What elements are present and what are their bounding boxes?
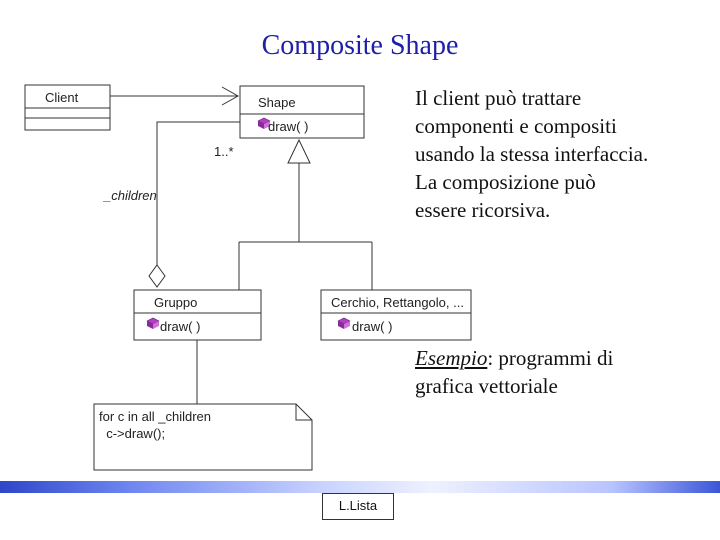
note-line-2: c->draw(); (99, 426, 165, 441)
note-line-1: for c in all _children (99, 409, 211, 424)
gruppo-operation: draw( ) (160, 319, 200, 334)
operation-icon (337, 317, 351, 329)
side-explanation: Il client può trattare componenti e comp… (415, 84, 715, 224)
footer-author: L.Lista (322, 493, 394, 520)
gruppo-class[interactable]: Gruppo draw( ) (133, 289, 262, 341)
client-class[interactable]: Client (24, 84, 111, 131)
shape-operation: draw( ) (268, 119, 308, 134)
leaf-operation: draw( ) (352, 319, 392, 334)
operation-icon (257, 117, 271, 129)
client-class-name: Client (45, 90, 79, 105)
side-line: La composizione può (415, 170, 596, 194)
generalization-tree (238, 138, 373, 290)
side-line: essere ricorsiva. (415, 198, 551, 222)
example-label: Esempio (415, 346, 488, 370)
children-composition (148, 121, 240, 288)
shape-class[interactable]: Shape draw( ) (239, 85, 365, 139)
leaf-class-name: Cerchio, Rettangolo, ... (331, 295, 464, 310)
example-rest: : programmi di (487, 346, 614, 370)
footer-bar (0, 481, 720, 493)
multiplicity-label: 1..* (214, 144, 234, 159)
gruppo-class-name: Gruppo (154, 295, 197, 310)
side-line: usando la stessa interfaccia. (415, 142, 649, 166)
leaf-class[interactable]: Cerchio, Rettangolo, ... draw( ) (320, 289, 472, 341)
client-shape-association (110, 86, 240, 106)
example-rest-line: grafica vettoriale (415, 374, 558, 398)
slide-title: Composite Shape (261, 30, 459, 61)
side-line: Il client può trattare (415, 86, 582, 110)
operation-icon (146, 317, 160, 329)
role-label: _children (102, 188, 157, 203)
example-text: Esempio: programmi di grafica vettoriale (415, 344, 715, 400)
shape-class-name: Shape (258, 95, 296, 110)
side-line: componenti e compositi (415, 114, 617, 138)
implementation-note[interactable]: for c in all _children c->draw(); (93, 403, 313, 471)
